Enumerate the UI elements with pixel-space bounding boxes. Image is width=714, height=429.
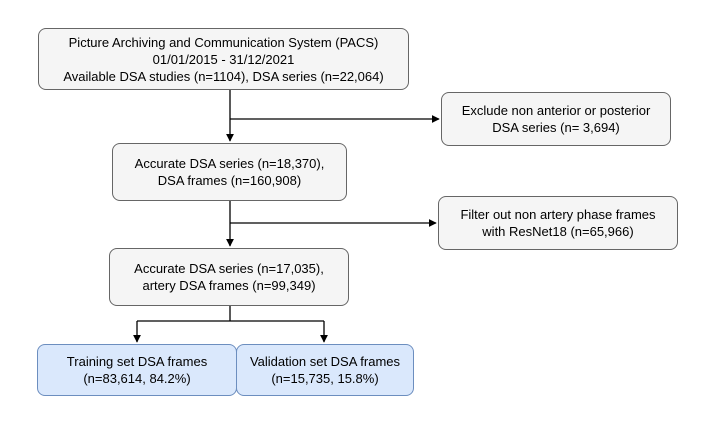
accurate2-line-1: Accurate DSA series (n=17,035), [134, 261, 324, 276]
validation-line-1: Validation set DSA frames [249, 354, 401, 369]
validation-set-box: Validation set DSA frames (n=15,735, 15.… [236, 344, 414, 396]
accurate-series-box-1: Accurate DSA series (n=18,370), DSA fram… [112, 143, 347, 201]
exclude-line-2: DSA series (n= 3,694) [492, 120, 620, 135]
filter-box: Filter out non artery phase frames with … [438, 196, 678, 250]
filter-line-2: with ResNet18 (n=65,966) [482, 224, 634, 239]
pacs-line-2: 01/01/2015 - 31/12/2021 [152, 51, 295, 67]
accurate1-line-1: Accurate DSA series (n=18,370), [134, 156, 325, 171]
accurate1-line-2: DSA frames (n=160,908) [157, 173, 302, 188]
exclude-line-1: Exclude non anterior or posterior [461, 103, 651, 118]
training-line-1: Training set DSA frames [66, 354, 208, 369]
accurate-series-box-2: Accurate DSA series (n=17,035), artery D… [109, 248, 349, 306]
validation-line-2: (n=15,735, 15.8%) [271, 371, 379, 386]
exclude-box: Exclude non anterior or posterior DSA se… [441, 92, 671, 146]
pacs-line-1: Picture Archiving and Communication Syst… [68, 34, 379, 50]
training-line-2: (n=83,614, 84.2%) [83, 371, 191, 386]
accurate2-line-2: artery DSA frames (n=99,349) [142, 278, 316, 293]
pacs-line-3: Available DSA studies (n=1104), DSA seri… [63, 68, 384, 84]
filter-line-1: Filter out non artery phase frames [460, 207, 656, 222]
pacs-box: Picture Archiving and Communication Syst… [38, 28, 409, 90]
training-set-box: Training set DSA frames (n=83,614, 84.2%… [37, 344, 237, 396]
